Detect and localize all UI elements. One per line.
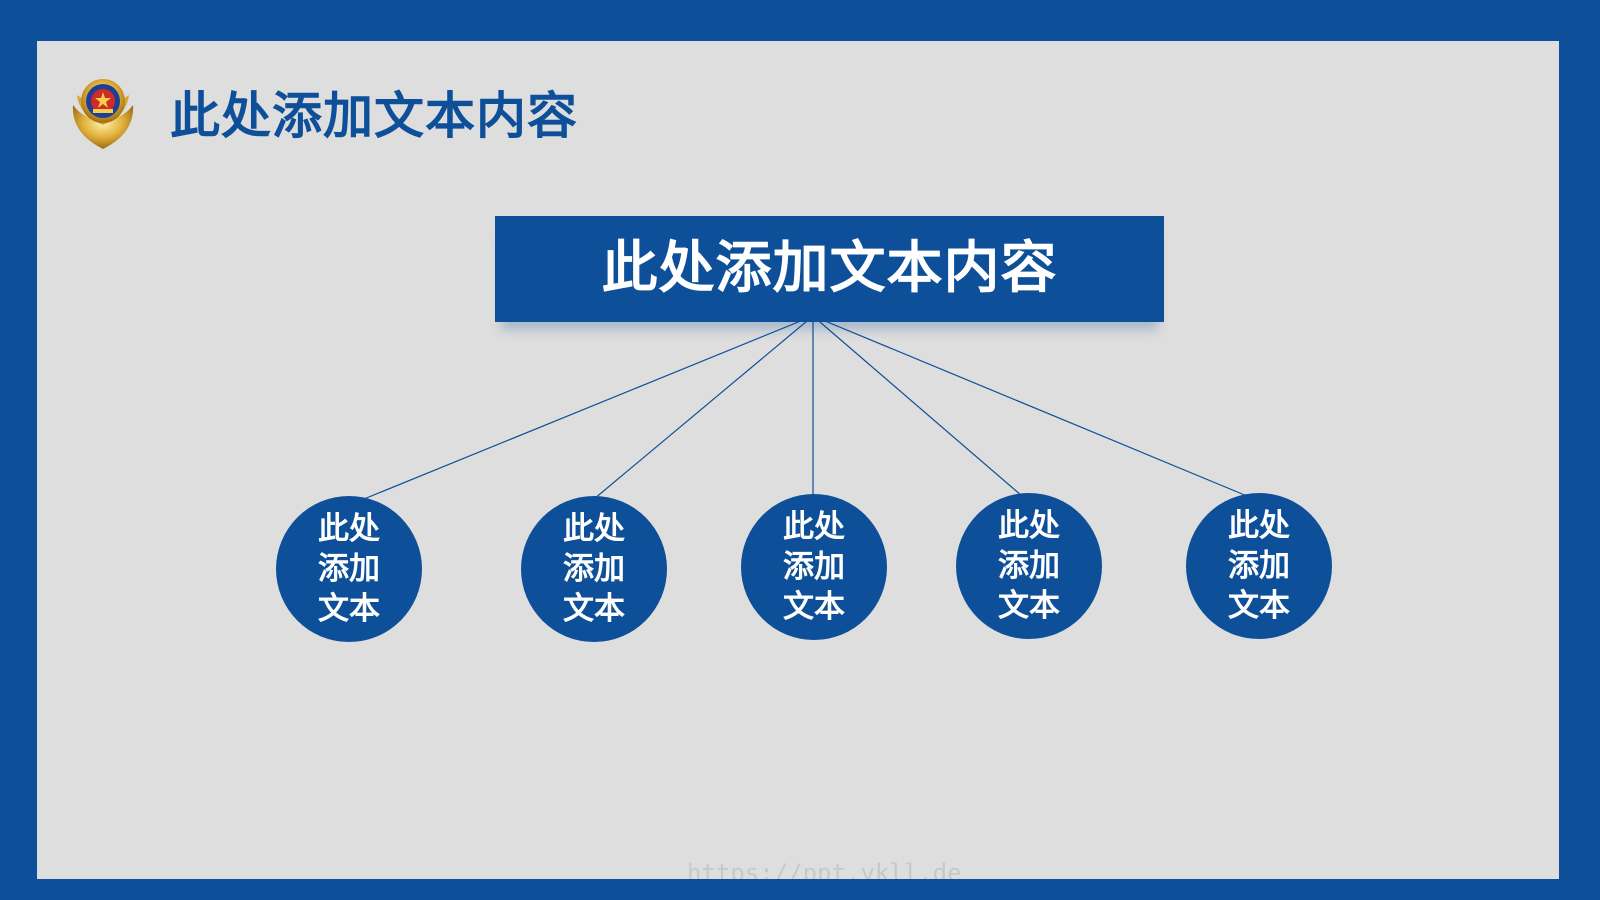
child-node-1: 此处添加文本 [276,496,422,642]
child-node-4: 此处添加文本 [956,493,1102,639]
connector-lines [363,315,1248,500]
connector-line-1 [363,315,814,500]
child-node-2: 此处添加文本 [521,496,667,642]
child-node-label: 此处添加文本 [783,509,845,625]
child-node-label: 此处添加文本 [318,511,380,627]
connector-line-4 [812,315,1023,497]
child-node-5: 此处添加文本 [1186,493,1332,639]
connector-line-5 [812,315,1248,497]
child-node-label: 此处添加文本 [563,511,625,627]
watermark-text: https://ppt.ykll.de [687,859,962,879]
child-node-3: 此处添加文本 [741,494,887,640]
page-title: 此处添加文本内容 [170,87,578,145]
slide-canvas: 此处添加文本内容 此处添加文本内容 此处添加文本 此处添加文本 此处添加文本 此… [37,41,1559,879]
police-emblem-icon [72,79,134,149]
child-node-label: 此处添加文本 [998,508,1060,624]
connector-line-2 [593,315,814,500]
child-node-label: 此处添加文本 [1228,508,1290,624]
root-node-label: 此处添加文本内容 [601,236,1058,301]
root-node: 此处添加文本内容 [495,216,1164,322]
